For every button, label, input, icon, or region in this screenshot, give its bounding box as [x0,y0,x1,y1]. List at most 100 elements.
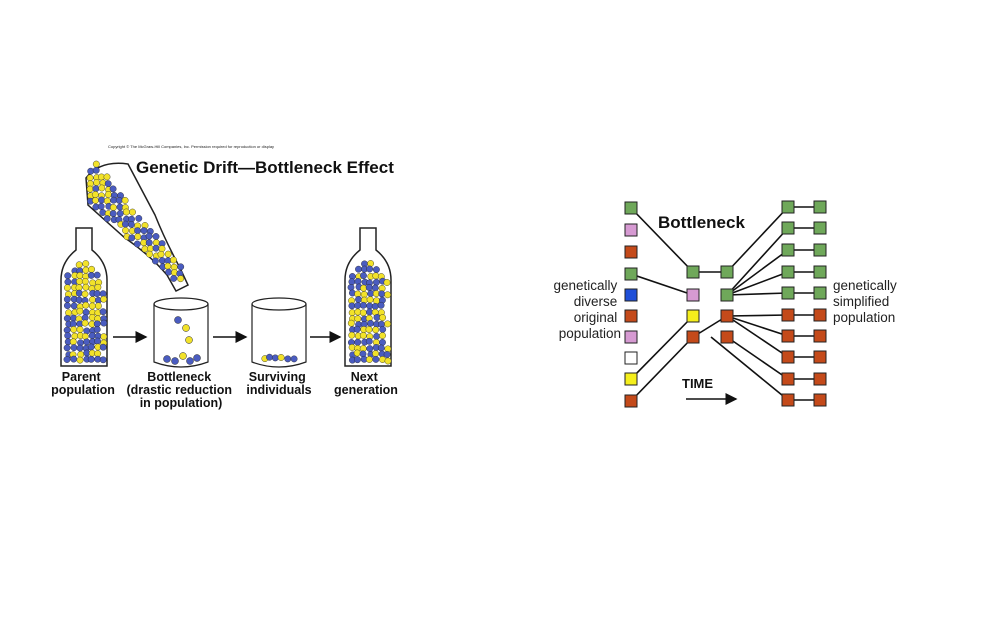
bead [77,351,85,358]
surviving-beads [261,353,298,363]
square-pink [624,223,638,237]
bead [100,295,108,303]
bead [115,196,123,204]
bead [378,290,386,298]
bead [277,354,285,361]
bead [135,214,143,222]
bead [92,196,99,204]
bead [371,284,379,292]
bead [104,180,112,188]
bead [70,314,77,322]
bead [177,275,185,283]
bead [123,208,130,216]
square-green [720,265,734,279]
square-green [686,265,700,279]
bead [64,302,71,309]
bead [83,338,91,346]
bead [353,325,361,333]
bead [348,309,356,317]
bead [158,257,166,264]
bead [64,332,72,339]
next-generation-bottle [344,227,392,367]
bead [152,233,160,240]
bead [93,271,101,279]
bead [379,332,386,339]
square-brown [813,350,827,364]
bead [91,191,99,198]
bead [353,349,361,357]
bead [355,295,362,303]
bead [384,320,391,328]
square-brown [720,309,734,323]
bead [76,307,84,315]
bead [82,260,90,267]
bead [365,284,373,291]
bead [122,220,129,228]
bead [158,245,166,253]
bead [70,302,78,310]
bead [348,343,356,351]
bead [164,250,172,258]
bead [377,301,385,309]
bead [81,319,89,327]
bead [63,295,71,303]
square-brown [813,308,827,322]
bead [367,319,374,327]
square-green [781,286,795,300]
square-brown [781,393,795,407]
bead [354,315,362,323]
bead [75,289,83,297]
bead [366,265,373,273]
bead [372,326,380,334]
next-beads [347,260,392,365]
square-yellow [624,372,638,386]
bead [64,272,72,280]
bead [86,185,94,193]
bead [359,331,367,339]
bead [372,266,380,273]
bead [63,344,71,352]
bead [70,355,78,363]
bead [100,319,108,327]
bead [95,302,102,310]
label-simplified-population: genetically simplified population [833,278,901,325]
bead [109,210,117,218]
bead [366,308,373,316]
bead [98,184,106,192]
bead [75,261,83,269]
label-original-population: genetically diverse original population [553,278,621,341]
bead [354,278,362,285]
bead [365,337,373,345]
square-green [813,265,827,279]
square-green [813,243,827,257]
bead [92,160,100,168]
bead [76,326,84,333]
square-brown [813,393,827,407]
lineage-lines [630,206,820,402]
bead [94,337,101,345]
bead [70,326,78,333]
bead [377,344,385,352]
square-green [813,286,827,300]
square-pink [686,288,700,302]
bead [152,244,160,252]
time-label: TIME [682,376,713,391]
bead [165,268,173,276]
bead [82,266,90,274]
bead [271,354,279,362]
bead [69,338,77,346]
square-brown [781,372,795,386]
bead [129,208,136,216]
genetic-drift-figure: Copyright © The McGraw-Hill Companies, I… [51,144,398,410]
square-green [781,265,795,279]
bead [367,260,374,267]
bead [87,355,95,363]
bead [372,355,380,363]
bead [81,290,89,298]
caption-next: Next generation [334,370,398,397]
square-green [813,221,827,235]
bead [63,356,71,363]
square-green [781,200,795,214]
copyright-notice: Copyright © The McGraw-Hill Companies, I… [108,144,274,149]
